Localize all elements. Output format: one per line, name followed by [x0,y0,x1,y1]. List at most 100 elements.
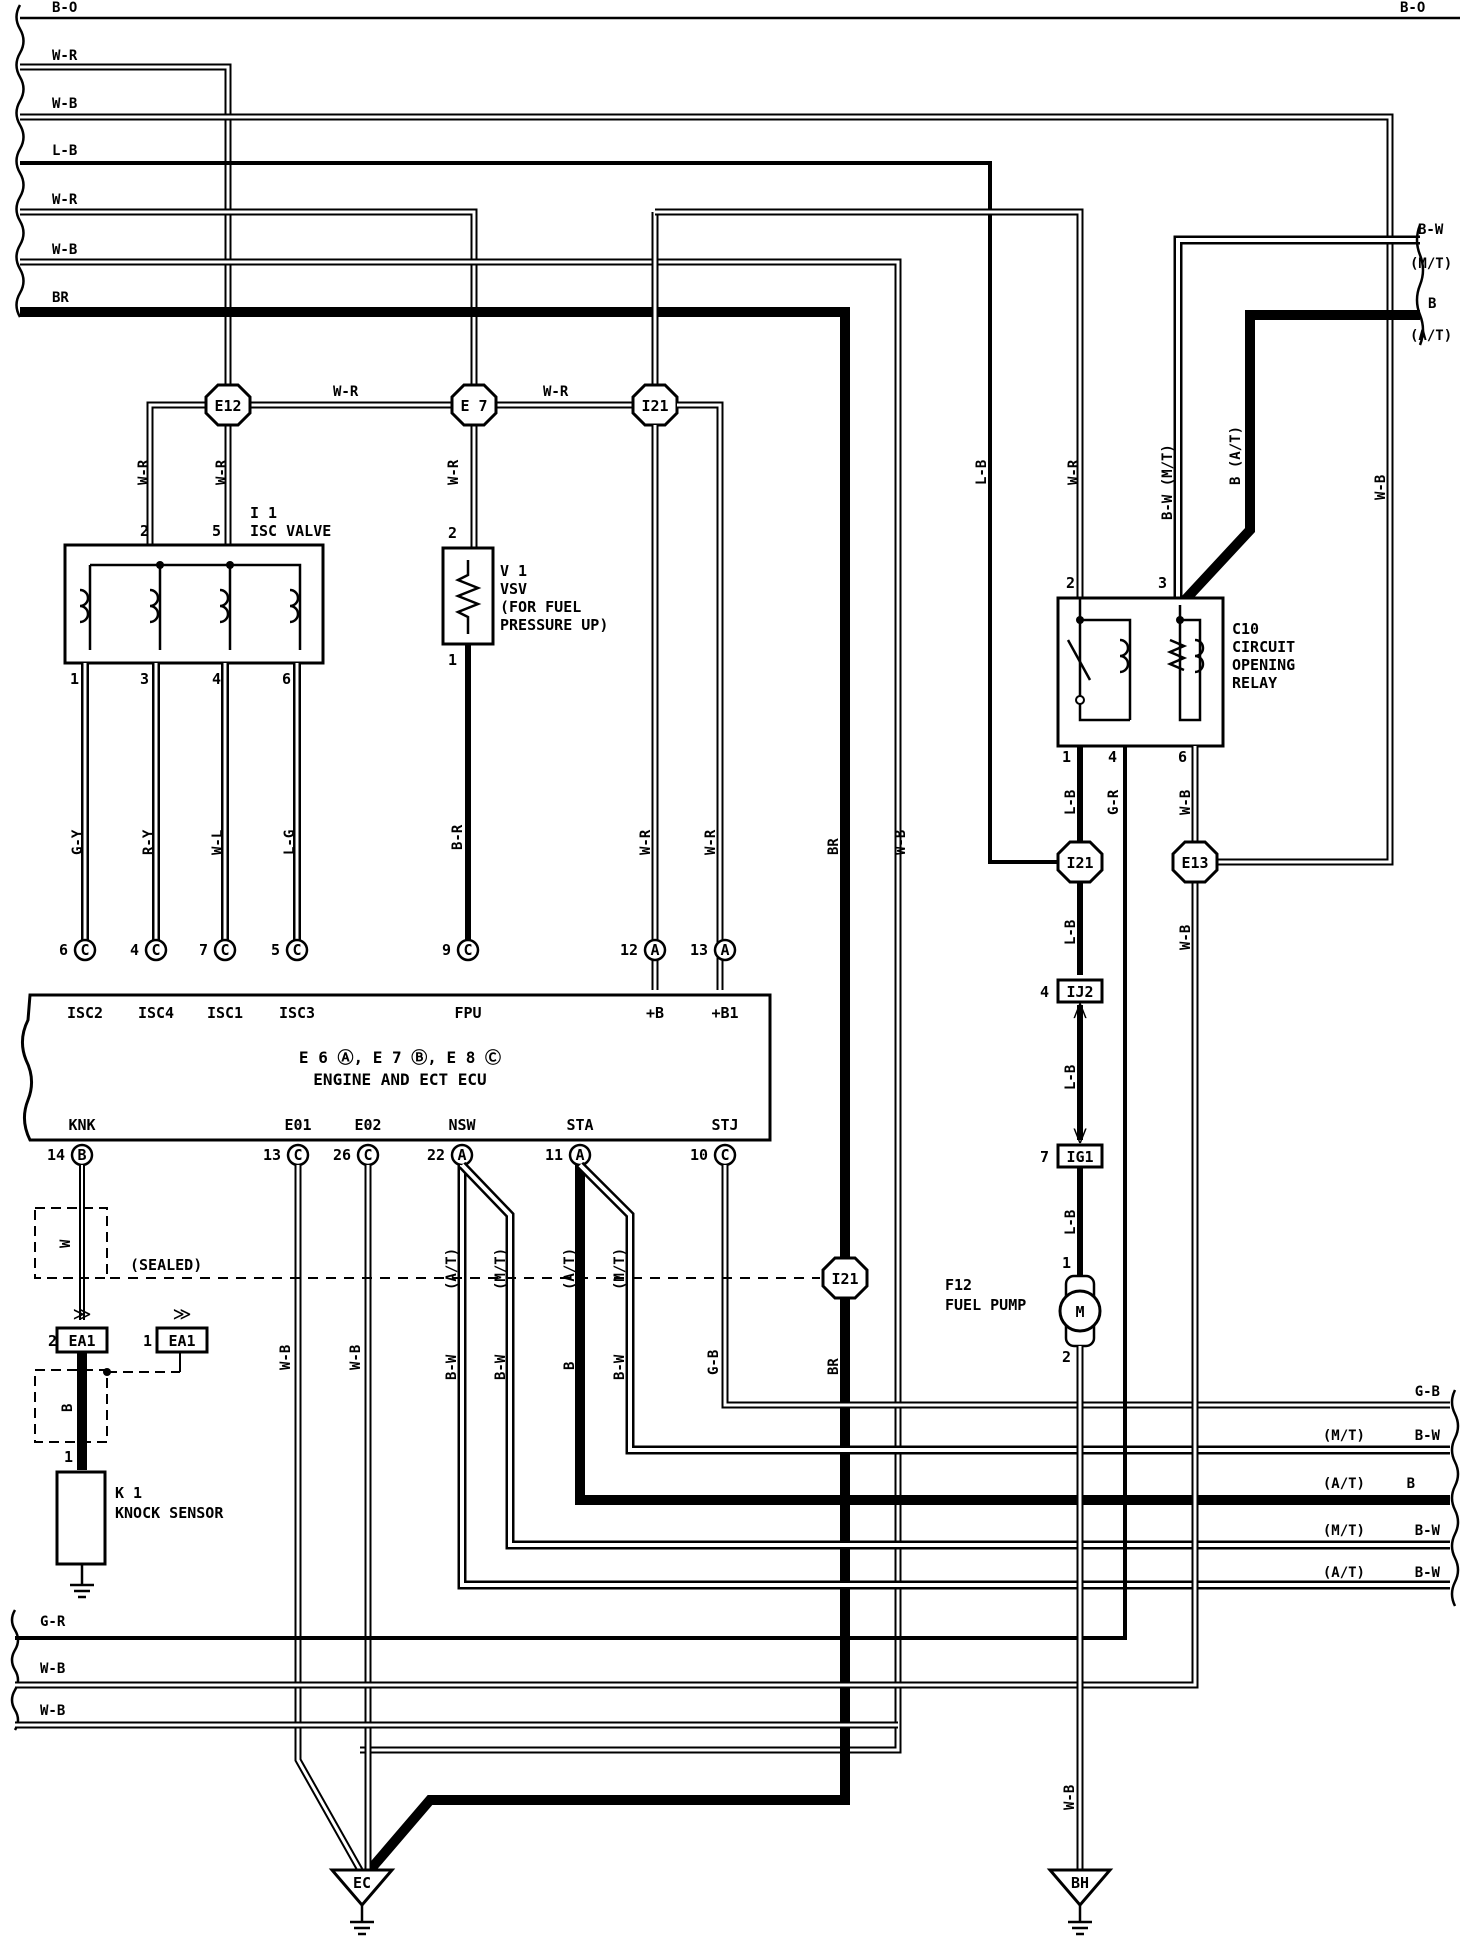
fuel-pump-label: F12 [945,1276,972,1294]
svg-text:2: 2 [448,524,457,542]
svg-text:C: C [151,941,160,959]
svg-text:13: 13 [263,1146,281,1164]
svg-text:C: C [363,1146,372,1164]
svg-text:W-B: W-B [40,1661,65,1677]
svg-text:4: 4 [212,670,221,688]
svg-text:W-B: W-B [1062,1785,1078,1810]
svg-text:26: 26 [333,1146,351,1164]
svg-text:1: 1 [70,670,79,688]
knock-sensor-box [55,1470,107,1566]
svg-text:L-B: L-B [1063,1065,1079,1090]
junction-i21-relay: I21 [1056,840,1104,884]
svg-text:EA1: EA1 [68,1332,95,1350]
svg-text:R-Y: R-Y [141,829,157,855]
svg-text:FUEL PUMP: FUEL PUMP [945,1296,1026,1314]
svg-text:W-R: W-R [703,829,719,855]
svg-text:B-W: B-W [493,1354,509,1380]
svg-text:B-W (M/T): B-W (M/T) [1160,444,1176,520]
svg-text:EC: EC [353,1874,371,1892]
svg-text:1: 1 [1062,748,1071,766]
svg-text:W-L: W-L [210,830,226,855]
wire-label: L-B [52,143,77,159]
wire-g-r [15,770,1127,1640]
svg-text:L-G: L-G [282,830,298,855]
svg-text:G-B: G-B [706,1350,722,1375]
wire-label: W-R [52,48,78,64]
relay-label: C10 [1232,620,1259,638]
svg-text:W-R: W-R [1066,459,1082,485]
svg-text:E12: E12 [214,397,241,415]
svg-text:(M/T): (M/T) [493,1248,509,1290]
svg-text:B-W: B-W [444,1354,460,1380]
connector-ij2 [1056,978,1104,1004]
svg-text:ISC2: ISC2 [67,1004,103,1022]
svg-text:5: 5 [212,522,221,540]
svg-text:7: 7 [1040,1148,1049,1166]
svg-text:(M/T): (M/T) [1323,1523,1365,1539]
svg-text:(A/T): (A/T) [444,1248,460,1290]
svg-text:7: 7 [199,941,208,959]
svg-text:G-B: G-B [1415,1384,1440,1400]
svg-text:B-W: B-W [1415,1565,1441,1581]
svg-text:PRESSURE UP): PRESSURE UP) [500,616,608,634]
svg-text:C: C [80,941,89,959]
knock-sensor-label: K 1 [115,1484,142,1502]
vsv-resistor [454,560,482,634]
svg-text:(A/T): (A/T) [1323,1565,1365,1581]
svg-text:A: A [720,941,729,959]
svg-text:5: 5 [271,941,280,959]
svg-text:W-B: W-B [1178,925,1194,950]
wire-b-at [1181,310,1420,604]
vsv-label: V 1 [500,562,527,580]
junction-i21-sealed: I21 [821,1256,869,1300]
ground-icon [70,1583,94,1599]
chevron-up-icon: ⋀ [1072,1000,1087,1019]
svg-text:(M/T): (M/T) [1410,256,1452,272]
svg-text:(A/T): (A/T) [1323,1476,1365,1492]
svg-text:B: B [60,1404,76,1412]
svg-text:W-R: W-R [136,459,152,485]
svg-text:14: 14 [47,1146,65,1164]
svg-text:E01: E01 [284,1116,311,1134]
svg-text:(A/T): (A/T) [562,1248,578,1290]
svg-text:NSW: NSW [448,1116,476,1134]
svg-text:I21: I21 [641,397,668,415]
svg-text:B-W: B-W [1415,1523,1441,1539]
svg-text:BR: BR [826,838,842,855]
svg-text:4: 4 [1040,983,1049,1001]
svg-text:C: C [220,941,229,959]
svg-text:EA1: EA1 [168,1332,195,1350]
svg-text:12: 12 [620,941,638,959]
svg-text:1: 1 [64,1448,73,1466]
svg-text:W-B: W-B [278,1345,294,1370]
svg-text:IG1: IG1 [1066,1148,1093,1166]
svg-text:BR: BR [826,1358,842,1375]
junction-e7: E 7 [450,383,498,427]
wire-label: W-B [52,242,77,258]
svg-text:13: 13 [690,941,708,959]
svg-text:W-B: W-B [40,1703,65,1719]
svg-text:KNK: KNK [68,1116,95,1134]
svg-text:W-B: W-B [348,1345,364,1370]
svg-text:4: 4 [130,941,139,959]
svg-text:W-R: W-R [446,459,462,485]
svg-text:L-B: L-B [1063,790,1079,815]
svg-text:2: 2 [1062,1348,1071,1366]
wire-b-w-mt [1173,235,1420,605]
svg-text:IJ2: IJ2 [1066,983,1093,1001]
svg-text:W-B: W-B [1373,475,1389,500]
junction-e13: E13 [1171,840,1219,884]
ecu-line1: E 6 Ⓐ, E 7 Ⓑ, E 8 Ⓒ [299,1048,501,1067]
svg-text:C: C [292,941,301,959]
svg-text:STA: STA [566,1116,593,1134]
svg-text:G-R: G-R [40,1614,66,1630]
svg-text:B: B [77,1146,86,1164]
svg-text:C: C [463,941,472,959]
svg-text:I21: I21 [1066,854,1093,872]
svg-text:1: 1 [143,1332,152,1350]
svg-text:W: W [58,1239,74,1248]
wire-br [20,307,850,1874]
isc-valve-box [63,543,325,665]
svg-text:10: 10 [690,1146,708,1164]
wire-label: W-R [52,192,78,208]
